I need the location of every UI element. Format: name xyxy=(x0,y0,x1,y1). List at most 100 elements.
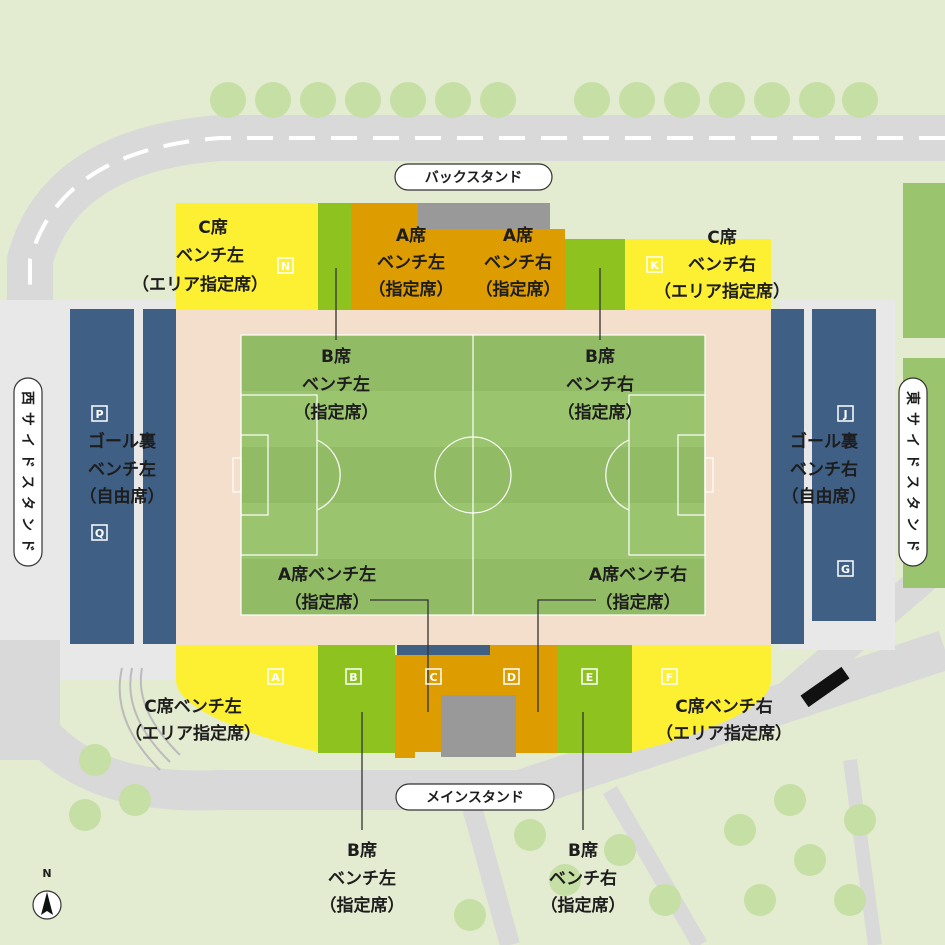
svg-text:B席: B席 xyxy=(321,346,351,367)
tree xyxy=(604,834,636,866)
label-a-back-left: A席 ベンチ左 （指定席） xyxy=(369,225,454,300)
tree xyxy=(844,804,876,836)
road-strip-left xyxy=(0,640,60,760)
svg-text:ベンチ右: ベンチ右 xyxy=(688,254,756,275)
tree xyxy=(834,884,866,916)
tree xyxy=(514,819,546,851)
svg-text:ベンチ右: ベンチ右 xyxy=(484,252,552,273)
tree xyxy=(300,82,336,118)
main-stand-pill: メインスタンド xyxy=(395,783,555,811)
back-orange-left[interactable] xyxy=(351,203,418,310)
svg-text:ベンチ左: ベンチ左 xyxy=(88,459,156,480)
block-B-area[interactable] xyxy=(318,645,395,753)
block-F-area[interactable] xyxy=(632,645,771,752)
svg-text:ベンチ左: ベンチ左 xyxy=(377,252,445,273)
block-badge-D: D xyxy=(507,671,516,684)
block-badge-B: B xyxy=(349,671,357,684)
tree xyxy=(345,82,381,118)
block-badge-Q: Q xyxy=(95,527,104,540)
east-gate xyxy=(800,666,850,708)
west-stand-outer[interactable] xyxy=(70,309,134,644)
svg-text:西: 西 xyxy=(19,391,35,405)
pitch xyxy=(232,334,714,616)
label-c-main-left: C席ベンチ左 （エリア指定席） xyxy=(125,696,261,744)
trees xyxy=(69,82,878,931)
block-E-area[interactable] xyxy=(557,645,632,753)
back-green-left[interactable] xyxy=(318,203,351,310)
svg-text:ゴール裏: ゴール裏 xyxy=(790,431,859,452)
block-badge-P: P xyxy=(95,408,103,421)
tree xyxy=(754,82,790,118)
block-badge-E: E xyxy=(586,671,594,684)
east-stand-pill: 東 サ イ ド ス タ ン ド xyxy=(898,377,928,567)
label-b-back-left: B席 ベンチ左 （指定席） xyxy=(294,346,379,423)
svg-text:A席: A席 xyxy=(503,225,533,246)
side-stands xyxy=(70,309,876,644)
leader-lines xyxy=(335,268,601,830)
goal-right xyxy=(704,457,714,493)
west-stand-inner[interactable] xyxy=(143,309,176,644)
tree xyxy=(842,82,878,118)
label-goal-left: ゴール裏 ベンチ左 （自由席） xyxy=(80,431,165,507)
svg-text:ス: ス xyxy=(19,475,35,489)
svg-text:（指定席）: （指定席） xyxy=(558,402,643,423)
tree xyxy=(709,82,745,118)
tree xyxy=(390,82,426,118)
svg-text:（指定席）: （指定席） xyxy=(476,279,561,300)
block-badge-C: C xyxy=(429,671,437,684)
svg-text:ン: ン xyxy=(19,517,35,531)
tree xyxy=(574,82,610,118)
label-b-back-right: B席 ベンチ右 （指定席） xyxy=(558,346,643,423)
block-N-area[interactable] xyxy=(176,203,318,310)
block-badge-A: A xyxy=(271,671,280,684)
tree xyxy=(79,744,111,776)
east-stand-inner[interactable] xyxy=(771,309,804,644)
tree xyxy=(210,82,246,118)
block-badge-K: K xyxy=(650,259,659,272)
svg-text:イ: イ xyxy=(19,433,35,447)
block-badge-J: J xyxy=(842,408,847,421)
east-field-top xyxy=(903,183,945,338)
svg-text:A席ベンチ左: A席ベンチ左 xyxy=(278,564,376,585)
tree xyxy=(649,884,681,916)
svg-text:B席: B席 xyxy=(347,840,377,861)
outer-road-dashes xyxy=(28,136,945,380)
penalty-arc-left xyxy=(316,439,341,511)
svg-text:ベンチ右: ベンチ右 xyxy=(566,374,634,395)
svg-text:ン: ン xyxy=(904,517,920,531)
north-arrow: N xyxy=(32,867,62,920)
label-a-main-right: A席ベンチ右 （指定席） xyxy=(589,564,687,613)
svg-text:（エリア指定席）: （エリア指定席） xyxy=(125,723,261,744)
svg-text:ベンチ左: ベンチ左 xyxy=(176,245,244,266)
svg-text:ド: ド xyxy=(19,454,35,468)
north-arrow-icon xyxy=(41,892,53,915)
back-orange-center-right[interactable] xyxy=(470,229,565,310)
north-label: N xyxy=(42,867,51,880)
south-path-2 xyxy=(603,785,707,945)
tree xyxy=(480,82,516,118)
main-center-gray xyxy=(441,695,516,757)
tree xyxy=(255,82,291,118)
svg-text:サ: サ xyxy=(19,412,35,426)
back-orange-center-left[interactable] xyxy=(418,229,470,310)
tree xyxy=(119,784,151,816)
east-stand-outer[interactable] xyxy=(812,309,876,621)
back-stand-gray xyxy=(418,203,550,229)
label-c-main-right: C席ベンチ右 （エリア指定席） xyxy=(656,696,792,744)
label-goal-right: ゴール裏 ベンチ右 （自由席） xyxy=(782,431,867,507)
west-stand-label: 西 サ イ ド ス タ ン ド xyxy=(19,391,35,552)
svg-text:B席: B席 xyxy=(585,346,615,367)
label-b-main-left: B席 ベンチ左 （指定席） xyxy=(320,840,405,916)
svg-text:A席ベンチ右: A席ベンチ右 xyxy=(589,564,687,585)
block-badges: N K P Q J G A B C D E F xyxy=(91,256,854,685)
svg-text:（自由席）: （自由席） xyxy=(782,486,867,507)
svg-text:C席ベンチ右: C席ベンチ右 xyxy=(675,696,772,717)
center-circle xyxy=(434,436,512,514)
tree xyxy=(664,82,700,118)
tree xyxy=(619,82,655,118)
back-green-right[interactable] xyxy=(565,239,625,310)
svg-text:（エリア指定席）: （エリア指定席） xyxy=(656,723,792,744)
tree xyxy=(744,884,776,916)
block-K-area[interactable] xyxy=(625,239,771,310)
